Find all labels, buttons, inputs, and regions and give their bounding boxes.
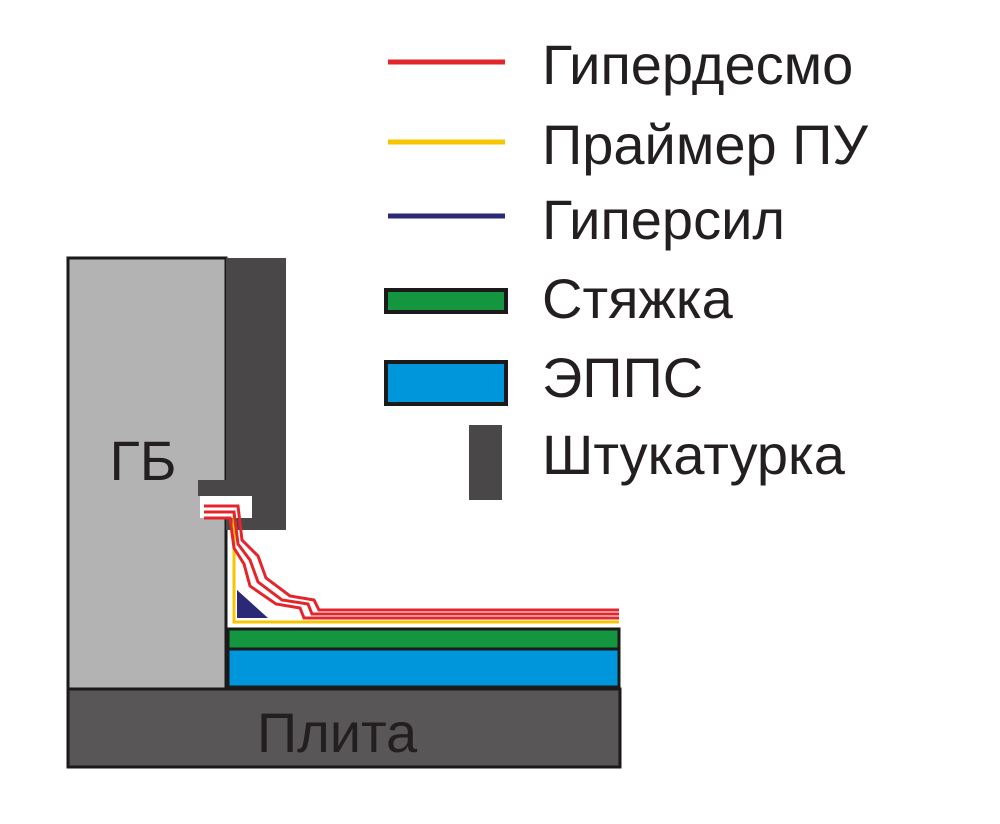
legend-label-hypersil: Гиперсил <box>542 188 785 251</box>
legend-swatch-screed <box>384 288 508 314</box>
wall-label: ГБ <box>109 429 176 492</box>
slab-label: Плита <box>257 701 418 764</box>
plaster-layer <box>226 258 286 530</box>
legend: Гипердесмо Праймер ПУ Гиперсил Стяжка ЭП… <box>384 33 868 500</box>
wall-groove-cap <box>198 480 228 496</box>
eps-layer <box>226 647 621 689</box>
legend-label-screed: Стяжка <box>542 267 734 330</box>
screed-layer <box>226 627 621 651</box>
wall-block <box>66 256 228 691</box>
legend-swatch-eps <box>384 360 508 406</box>
legend-swatch-plaster <box>469 425 502 500</box>
legend-label-eps: ЭППС <box>542 346 703 409</box>
legend-label-primer: Праймер ПУ <box>542 113 868 176</box>
hypersil-fillet <box>237 590 268 618</box>
hyperdesmo-lines <box>204 504 619 620</box>
legend-label-plaster: Штукатурка <box>542 423 846 486</box>
slab-block <box>66 687 622 769</box>
legend-label-hyperdesmo: Гипердесмо <box>542 33 853 96</box>
